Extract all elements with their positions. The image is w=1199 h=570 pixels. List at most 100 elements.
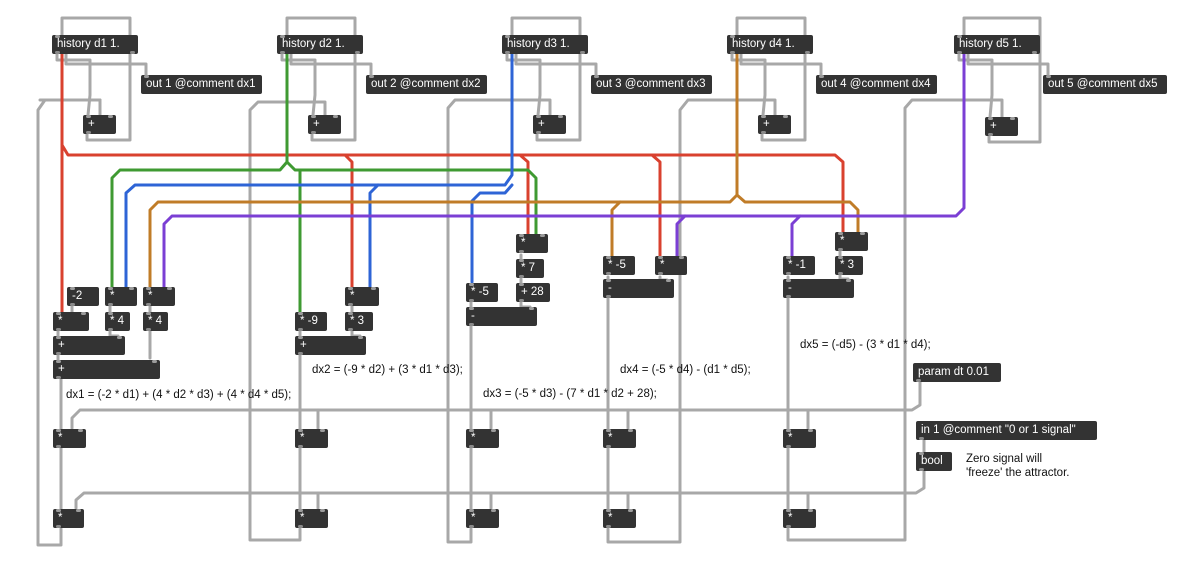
- inlet-port[interactable]: [666, 279, 671, 282]
- inlet-port[interactable]: [491, 509, 496, 512]
- inlet-port[interactable]: [1010, 117, 1015, 120]
- outlet-port[interactable]: [348, 328, 353, 331]
- inlet-port[interactable]: [298, 336, 303, 339]
- outlet-port[interactable]: [786, 295, 791, 298]
- inlet-port[interactable]: [519, 234, 524, 237]
- outlet-port[interactable]: [146, 303, 151, 306]
- inlet-port[interactable]: [311, 115, 316, 118]
- outlet-port[interactable]: [761, 131, 766, 134]
- outlet-port[interactable]: [469, 299, 474, 302]
- plus-1-object[interactable]: +: [83, 115, 116, 134]
- outlet-port[interactable]: [606, 525, 611, 528]
- inlet-port[interactable]: [56, 429, 61, 432]
- outlet-port[interactable]: [786, 272, 791, 275]
- outlet-port[interactable]: [70, 303, 75, 306]
- inlet-port[interactable]: [628, 509, 633, 512]
- outlet-port[interactable]: [805, 51, 810, 54]
- inlet-port[interactable]: [808, 429, 813, 432]
- inlet-port[interactable]: [819, 75, 824, 78]
- outlet-port[interactable]: [56, 525, 61, 528]
- multiply-dt-object[interactable]: *: [466, 429, 499, 448]
- inlet-port[interactable]: [658, 256, 663, 259]
- multiply-4-object[interactable]: * 4: [105, 312, 130, 331]
- multiply-object[interactable]: *: [105, 287, 137, 306]
- inlet-port[interactable]: [606, 429, 611, 432]
- inlet-port[interactable]: [786, 429, 791, 432]
- add-28-object[interactable]: + 28: [516, 283, 550, 302]
- constant-neg2-object[interactable]: -2: [67, 287, 99, 306]
- outlet-port[interactable]: [56, 376, 61, 379]
- inlet-port[interactable]: [469, 283, 474, 286]
- multiply-gate-object[interactable]: *: [295, 509, 328, 528]
- inlet-port[interactable]: [56, 336, 61, 339]
- outlet-port[interactable]: [108, 328, 113, 331]
- inlet-port[interactable]: [606, 279, 611, 282]
- outlet-port[interactable]: [519, 299, 524, 302]
- outlet-port[interactable]: [786, 525, 791, 528]
- inlet-port[interactable]: [70, 287, 75, 290]
- outlet-port[interactable]: [730, 51, 735, 54]
- inlet-port[interactable]: [540, 234, 545, 237]
- inlet-port[interactable]: [606, 509, 611, 512]
- inlet-port[interactable]: [808, 509, 813, 512]
- inlet-port[interactable]: [56, 312, 61, 315]
- multiply-neg9-object[interactable]: * -9: [295, 312, 327, 331]
- multiply-gate-object[interactable]: *: [466, 509, 499, 528]
- inlet-port[interactable]: [152, 360, 157, 363]
- add-object[interactable]: +: [295, 336, 366, 355]
- outlet-port[interactable]: [838, 248, 843, 251]
- inlet-port[interactable]: [358, 336, 363, 339]
- param-dt-object[interactable]: param dt 0.01: [913, 363, 1001, 382]
- inlet-port[interactable]: [298, 312, 303, 315]
- inlet-port[interactable]: [333, 115, 338, 118]
- inlet-port[interactable]: [146, 312, 151, 315]
- multiply-object[interactable]: *: [835, 232, 868, 251]
- outlet-port[interactable]: [298, 328, 303, 331]
- inlet-port[interactable]: [838, 256, 843, 259]
- inlet-port[interactable]: [144, 75, 149, 78]
- inlet-port[interactable]: [606, 256, 611, 259]
- inlet-port[interactable]: [519, 283, 524, 286]
- multiply-object[interactable]: *: [655, 256, 687, 275]
- inlet-port[interactable]: [108, 312, 113, 315]
- inlet-port[interactable]: [469, 429, 474, 432]
- inlet-port[interactable]: [117, 336, 122, 339]
- outlet-port[interactable]: [519, 275, 524, 278]
- outlet-port[interactable]: [786, 445, 791, 448]
- multiply-neg5-object[interactable]: * -5: [603, 256, 635, 275]
- outlet-port[interactable]: [919, 468, 924, 471]
- multiply-dt-object[interactable]: *: [295, 429, 328, 448]
- outlet-port[interactable]: [519, 250, 524, 253]
- outlet-port[interactable]: [606, 272, 611, 275]
- outlet-port[interactable]: [355, 51, 360, 54]
- multiply-object[interactable]: *: [516, 234, 548, 253]
- inlet-port[interactable]: [957, 35, 962, 38]
- inlet-port[interactable]: [320, 429, 325, 432]
- inlet-port[interactable]: [167, 287, 172, 290]
- inlet-port[interactable]: [348, 312, 353, 315]
- multiply-gate-object[interactable]: *: [603, 509, 636, 528]
- outlet-port[interactable]: [469, 323, 474, 326]
- inlet-port[interactable]: [846, 279, 851, 282]
- plus-5-object[interactable]: +: [985, 117, 1018, 136]
- inlet-port[interactable]: [786, 256, 791, 259]
- outlet-port[interactable]: [606, 295, 611, 298]
- outlet-port[interactable]: [348, 303, 353, 306]
- inlet-port[interactable]: [838, 232, 843, 235]
- history-d2-object[interactable]: history d2 1.: [277, 35, 363, 54]
- inlet-port[interactable]: [529, 307, 534, 310]
- inlet-port[interactable]: [761, 115, 766, 118]
- history-d1-object[interactable]: history d1 1.: [52, 35, 138, 54]
- outlet-port[interactable]: [606, 445, 611, 448]
- outlet-port[interactable]: [916, 379, 921, 382]
- outlet-port[interactable]: [580, 51, 585, 54]
- inlet-port[interactable]: [86, 115, 91, 118]
- out-3-object[interactable]: out 3 @comment dx3: [591, 75, 712, 94]
- inlet-port[interactable]: [129, 287, 134, 290]
- inlet-port[interactable]: [594, 75, 599, 78]
- multiply-gate-object[interactable]: *: [783, 509, 816, 528]
- plus-2-object[interactable]: +: [308, 115, 341, 134]
- history-d4-object[interactable]: history d4 1.: [727, 35, 813, 54]
- subtract-object[interactable]: -: [466, 307, 537, 326]
- multiply-object[interactable]: *: [345, 287, 379, 306]
